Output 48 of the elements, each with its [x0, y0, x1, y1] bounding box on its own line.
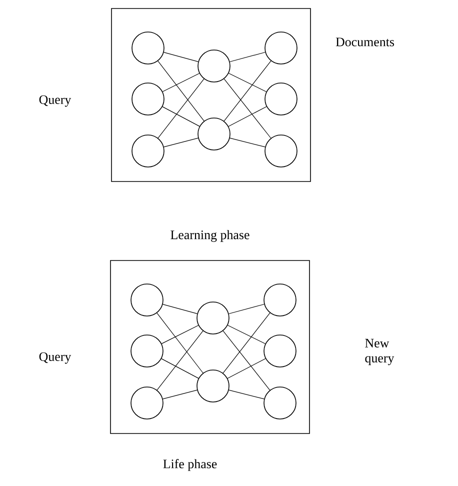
- connection-line: [222, 330, 270, 390]
- connection-line: [162, 106, 200, 127]
- connection-line: [230, 138, 266, 148]
- side-label: Query: [39, 95, 72, 107]
- neuron-circle: [132, 134, 164, 168]
- connection-line: [228, 106, 267, 127]
- neuron-circle: [130, 386, 164, 420]
- connection-line: [164, 52, 198, 62]
- connection-line: [227, 358, 266, 379]
- connection-line: [222, 312, 270, 374]
- neuron-circle: [130, 334, 164, 368]
- side-label: Query: [39, 352, 72, 364]
- connection-line: [228, 304, 264, 314]
- connection-line: [230, 52, 266, 62]
- connection-line: [228, 390, 264, 400]
- phase-caption: Life phase: [163, 459, 217, 471]
- neuron-circle: [196, 302, 230, 334]
- connection-line: [158, 60, 204, 122]
- neuron-circle: [132, 32, 164, 64]
- connection-line: [161, 358, 199, 379]
- neuron-circle: [198, 50, 230, 82]
- neuron-circle: [264, 334, 296, 368]
- neuron-circle: [196, 370, 230, 402]
- connection-line: [224, 60, 272, 122]
- connection-line: [164, 138, 198, 148]
- neuron-circle: [264, 386, 296, 420]
- neuron-circle: [264, 134, 298, 168]
- network-frame: [110, 260, 310, 434]
- connection-line: [156, 330, 204, 390]
- connection-line: [162, 73, 200, 92]
- neuron-circle: [264, 284, 296, 316]
- neuron-circle: [132, 82, 164, 116]
- connection-line: [158, 78, 204, 138]
- connection-line: [224, 78, 272, 138]
- neuron-circle: [264, 82, 298, 116]
- connection-line: [228, 72, 267, 92]
- connection-line: [162, 304, 198, 314]
- side-label: Documents: [336, 38, 394, 46]
- neuron-circle: [130, 284, 164, 316]
- connection-line: [156, 312, 204, 374]
- connection-line: [227, 324, 266, 344]
- connection-line: [162, 390, 198, 400]
- network-frame: [111, 8, 311, 182]
- neuron-circle: [198, 118, 230, 150]
- connection-line: [161, 325, 199, 344]
- phase-caption: Learning phase: [170, 230, 250, 242]
- side-label: New query: [365, 338, 394, 366]
- neuron-circle: [264, 32, 298, 64]
